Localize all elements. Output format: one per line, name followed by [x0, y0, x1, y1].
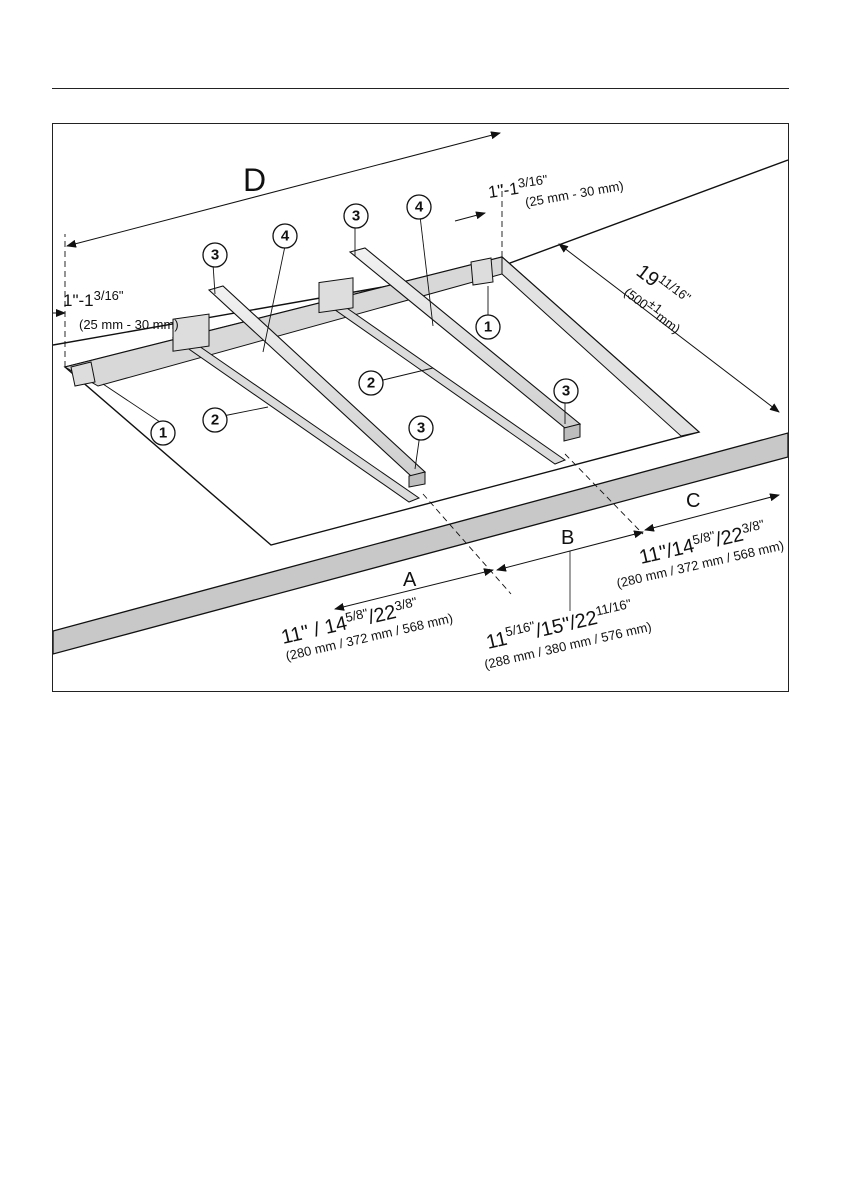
svg-text:4: 4 — [281, 228, 290, 245]
svg-text:3: 3 — [352, 208, 360, 225]
callout-3-right-top: 3 — [344, 204, 368, 228]
dimension-a-letter: A — [403, 569, 417, 591]
svg-text:1: 1 — [159, 425, 167, 442]
installation-diagram: D 1"-13/16" (25 mm - 30 mm) 1"-13/16" (2… — [52, 123, 789, 692]
callout-1-left: 1 — [151, 421, 175, 445]
gap-left-metric: (25 mm - 30 mm) — [79, 317, 179, 332]
svg-text:4: 4 — [415, 199, 424, 216]
svg-text:3: 3 — [417, 420, 425, 437]
dimension-b: B 115/16"/15"/2211/16" (288 mm / 380 mm … — [477, 527, 653, 672]
callout-2-right: 2 — [359, 371, 383, 395]
callout-3-right-bottom: 3 — [554, 379, 578, 403]
dimension-gap-left: 1"-13/16" (25 mm - 30 mm) — [53, 288, 179, 332]
dimension-gap-right: 1"-13/16" (25 mm - 30 mm) — [455, 172, 625, 221]
dimension-c: C 11"/145/8"/223/8" (280 mm / 372 mm / 5… — [609, 490, 785, 591]
svg-text:2: 2 — [367, 375, 375, 392]
dimension-d-label: D — [243, 162, 266, 198]
gap-left-imperial: 1"-13/16" — [63, 288, 124, 310]
svg-text:3: 3 — [211, 247, 219, 264]
callout-4-right: 4 — [407, 195, 431, 219]
header-rule — [52, 88, 789, 89]
callout-2-left: 2 — [203, 408, 227, 432]
svg-text:1: 1 — [484, 319, 492, 336]
svg-text:3: 3 — [562, 383, 570, 400]
callout-1-right: 1 — [476, 315, 500, 339]
dimension-c-letter: C — [686, 490, 700, 512]
svg-text:2: 2 — [211, 412, 219, 429]
callout-3-left-bottom: 3 — [409, 416, 433, 440]
dimension-b-letter: B — [561, 527, 574, 549]
installation-drawing: D 1"-13/16" (25 mm - 30 mm) 1"-13/16" (2… — [53, 124, 788, 691]
callout-4-left: 4 — [273, 224, 297, 248]
callout-3-left-top: 3 — [203, 243, 227, 267]
